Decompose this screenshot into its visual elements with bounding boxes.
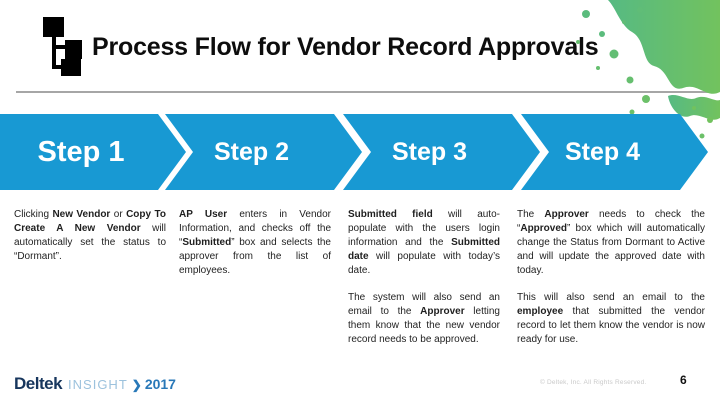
logo-year-text: 2017 — [144, 376, 176, 392]
title-divider — [16, 91, 712, 93]
step-chevron-2: Step 2 — [165, 114, 362, 190]
page-number: 6 — [680, 373, 687, 387]
process-steps-band: Step 1 Step 2 Step 3 Step 4 — [0, 114, 720, 190]
step-3-label: Step 3 — [391, 137, 468, 166]
step-3-paragraph-2: The system will also send an email to th… — [348, 292, 500, 345]
logo-chevron-icon: ❯ — [131, 378, 142, 392]
flowchart-icon — [43, 17, 82, 76]
step-1-label: Step 1 — [37, 135, 125, 168]
logo-event-text: INSIGHT — [68, 377, 128, 392]
step-2-label: Step 2 — [213, 137, 290, 166]
step-2-paragraph-1: AP User enters in Vendor Information, an… — [179, 209, 331, 276]
step-chevron-4: Step 4 — [521, 114, 708, 190]
copyright-text: © Deltek, Inc. All Rights Reserved. — [540, 379, 647, 386]
step-4-description: The Approver needs to check the “Approve… — [517, 208, 705, 360]
paint-splatter-graphic — [576, 0, 720, 139]
step-chevron-3: Step 3 — [343, 114, 540, 190]
step-1-description: Clicking New Vendor or Copy To Create A … — [14, 208, 166, 277]
step-4-paragraph-2: This will also send an email to the empl… — [517, 292, 705, 345]
deltek-insight-logo: Deltek INSIGHT ❯ 2017 — [14, 374, 176, 394]
step-chevron-1: Step 1 — [0, 114, 186, 190]
step-4-paragraph-1: The Approver needs to check the “Approve… — [517, 209, 705, 276]
logo-brand-text: Deltek — [14, 374, 63, 393]
step-1-paragraph-1: Clicking New Vendor or Copy To Create A … — [14, 209, 166, 262]
step-3-description: Submitted field will auto-populate with … — [348, 208, 500, 360]
step-3-paragraph-1: Submitted field will auto-populate with … — [348, 209, 500, 276]
step-4-label: Step 4 — [564, 137, 641, 166]
page-title: Process Flow for Vendor Record Approvals — [92, 33, 599, 61]
step-2-description: AP User enters in Vendor Information, an… — [179, 208, 331, 291]
